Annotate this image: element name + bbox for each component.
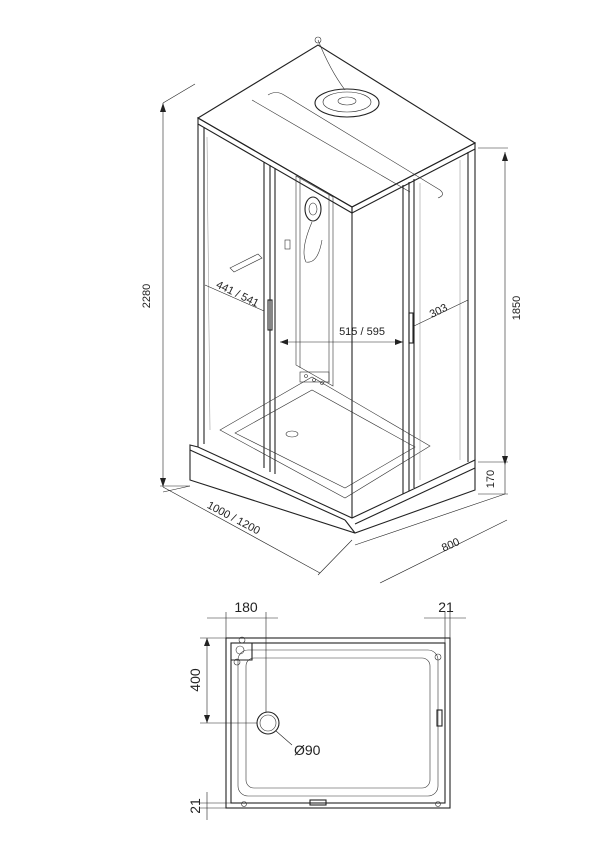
label-height-door: 1850 (511, 296, 523, 320)
dim-line-door-left (204, 284, 265, 312)
right-door-handle-icon (408, 312, 414, 344)
tray-base (189, 444, 476, 534)
label-width: 1000 / 1200 (205, 499, 262, 537)
shelf-icon (229, 253, 263, 273)
roof-recess (267, 92, 443, 199)
label-bottom: 21 (187, 798, 203, 814)
label-right-offset: 21 (438, 599, 454, 615)
shower-tray-plan (225, 636, 451, 809)
label-left-offset: 180 (234, 599, 258, 615)
roof-line (251, 99, 411, 193)
plan-handle-right-icon (436, 709, 443, 727)
label-door-center: 515 / 595 (339, 326, 385, 338)
roof-top (196, 44, 477, 208)
plan-outer-frame (225, 637, 451, 809)
label-drain-diameter: Ø90 (294, 742, 321, 758)
left-door-handle-icon (267, 299, 273, 331)
plan-mixer-icon (231, 642, 253, 661)
shower-mixer-icon (304, 196, 322, 222)
label-door-right: 303 (428, 302, 450, 321)
label-height-total: 2280 (141, 284, 153, 308)
plan-handle-bottom-icon (309, 799, 327, 806)
dim-line-width (162, 486, 321, 574)
dim-line-depth (354, 493, 506, 546)
rain-shower-icon (314, 88, 380, 118)
dim-leader-drain (275, 730, 293, 746)
shower-hose (303, 221, 323, 263)
handheld-holder-icon (284, 239, 291, 250)
dimensions-3d (160, 83, 508, 584)
tray-basin (219, 376, 431, 499)
label-door-left: 441 / 541 (214, 279, 260, 310)
dim-line-door-right (413, 299, 469, 327)
shower-cabin-3d (189, 36, 477, 534)
label-height-tray: 170 (485, 470, 497, 488)
label-height: 400 (187, 668, 203, 692)
roof-pipe (317, 39, 346, 91)
label-depth: 800 (440, 536, 462, 554)
plan-tray-basin (237, 649, 439, 797)
dimensions-plan (200, 612, 466, 820)
labels-plan: 180 21 400 21 Ø90 (187, 599, 454, 814)
back-panel (295, 175, 334, 387)
drain-icon (285, 430, 299, 438)
